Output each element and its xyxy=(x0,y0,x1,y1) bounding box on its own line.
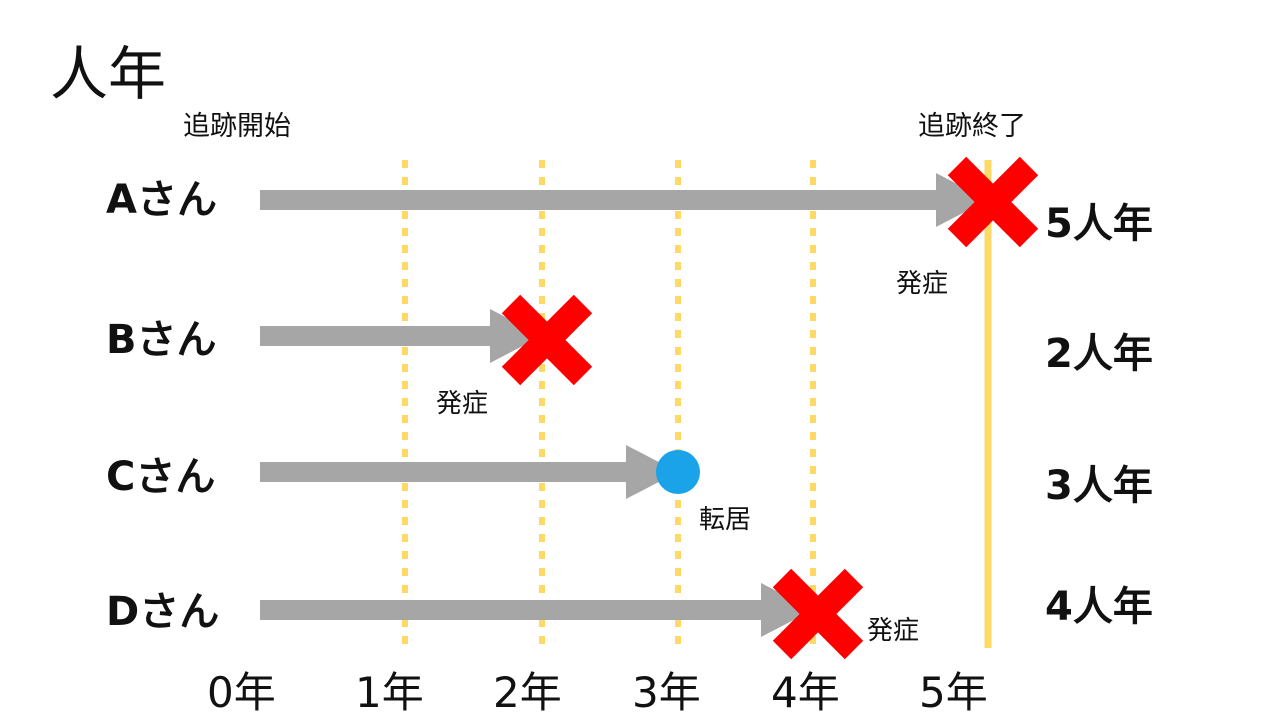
person-b-label: Bさん xyxy=(106,317,217,363)
person-d-event-label: 発症 xyxy=(867,616,920,646)
tracking-end-label: 追跡終了 xyxy=(918,111,1026,142)
person-a-total: 5人年 xyxy=(1045,201,1153,247)
person-c-total: 3人年 xyxy=(1045,463,1153,509)
person-b-total: 2人年 xyxy=(1045,331,1153,377)
person-c-moved-dot xyxy=(656,450,700,494)
person-a-onset-cross-stroke-2 xyxy=(947,156,1039,248)
person-c-label: Cさん xyxy=(106,454,216,500)
person-d-onset-cross-stroke-2 xyxy=(772,568,864,660)
person-a-label: Aさん xyxy=(106,177,217,223)
page-title: 人年 xyxy=(50,40,167,108)
person-d-arrow xyxy=(260,583,813,637)
year-label-5: 5年 xyxy=(919,668,988,717)
person-a-arrow xyxy=(260,173,988,227)
year-label-3: 3年 xyxy=(632,668,701,717)
person-b-onset-cross-stroke-2 xyxy=(501,294,593,386)
year-label-4: 4年 xyxy=(771,668,840,717)
year-label-1: 1年 xyxy=(355,668,424,717)
person-d-label: Dさん xyxy=(106,589,220,635)
year-label-2: 2年 xyxy=(493,668,562,717)
person-b-arrow xyxy=(260,309,542,363)
person-b-event-label: 発症 xyxy=(436,389,489,419)
tracking-start-label: 追跡開始 xyxy=(183,111,291,142)
year-label-0: 0年 xyxy=(207,668,276,717)
person-c-event-label: 転居 xyxy=(699,505,752,535)
person-d-total: 4人年 xyxy=(1045,584,1153,630)
person-c-arrow xyxy=(260,445,678,499)
person-a-event-label: 発症 xyxy=(896,269,949,299)
